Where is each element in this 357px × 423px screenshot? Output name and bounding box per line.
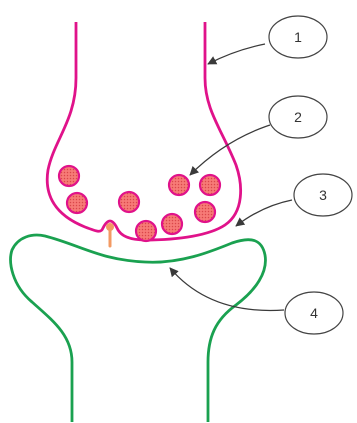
callout-label: 3 [319, 187, 327, 203]
fusing-vesicle [106, 223, 114, 246]
synaptic-vesicles [59, 166, 220, 241]
callout-2: 2 [269, 96, 327, 138]
synaptic-vesicle [67, 193, 87, 213]
synaptic-vesicle [119, 192, 139, 212]
synaptic-vesicle [136, 221, 156, 241]
callout-3: 3 [294, 174, 352, 216]
callout-4: 4 [285, 292, 343, 334]
synaptic-vesicle [169, 175, 189, 195]
postsynaptic-membrane [11, 235, 266, 422]
callout-label: 2 [294, 109, 302, 125]
callout-label: 4 [310, 305, 318, 321]
synaptic-vesicle [200, 175, 220, 195]
arrow-3 [236, 200, 292, 226]
arrow-4 [170, 268, 284, 310]
synaptic-vesicle [162, 214, 182, 234]
synaptic-vesicle [195, 202, 215, 222]
synaptic-vesicle [59, 166, 79, 186]
callout-arrows [170, 44, 292, 310]
callout-1: 1 [269, 16, 327, 58]
arrow-1 [208, 44, 265, 64]
callout-label: 1 [294, 29, 302, 45]
